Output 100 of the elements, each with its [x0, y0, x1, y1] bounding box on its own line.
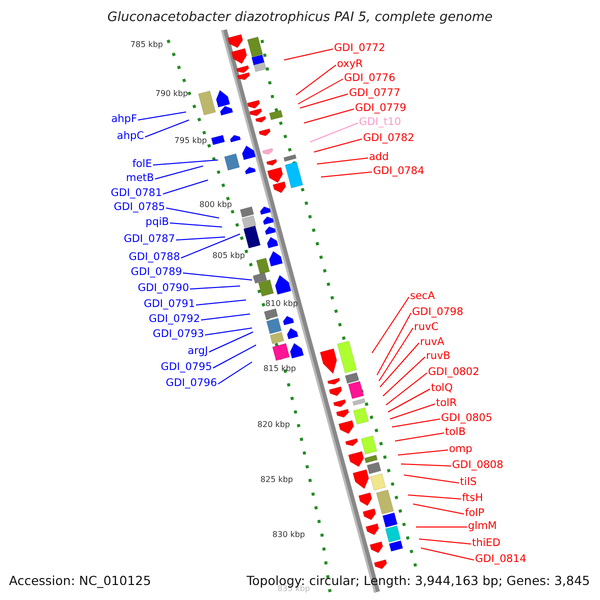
gene-label: folP — [465, 507, 484, 520]
leader-line — [408, 494, 462, 500]
gene-label: add — [369, 151, 389, 164]
leader-line — [392, 418, 440, 428]
scale-label: 790 kbp — [155, 89, 188, 99]
leader-line — [284, 48, 334, 60]
gene-label: tilS — [460, 476, 477, 489]
gene-label: folE — [132, 158, 152, 171]
scale-label: 785 kbp — [130, 40, 163, 50]
gene-label: tolQ — [431, 382, 453, 395]
gene-label: GDI_0795 — [160, 361, 212, 374]
leader-line — [208, 332, 254, 352]
gene-label: GDI_0777 — [349, 87, 400, 100]
leader-line — [372, 296, 410, 354]
gene-label: tolR — [436, 397, 457, 410]
leader-line — [404, 474, 460, 484]
leader-line — [138, 112, 186, 120]
gene-label: GDI_0772 — [334, 42, 386, 55]
leader-line — [310, 122, 358, 142]
scale-label: 830 kbp — [272, 530, 305, 540]
leader-line — [200, 314, 250, 320]
gene-label: GDI_0802 — [428, 366, 480, 379]
leader-line — [412, 504, 464, 514]
leader-line — [162, 180, 208, 194]
scale-label: 805 kbp — [212, 251, 245, 261]
gene-label: ahpC — [116, 130, 144, 143]
gene-label: secA — [410, 290, 435, 303]
leader-line — [152, 160, 218, 166]
gene-label: GDI_0791 — [144, 298, 195, 311]
gene-label: ahpF — [111, 113, 137, 126]
leader-line — [166, 208, 220, 218]
gene-label: GDI_0798 — [412, 306, 464, 319]
gene-label: ruvB — [426, 350, 450, 363]
gene-label: GDI_0782 — [363, 132, 414, 145]
leader-line — [394, 432, 444, 442]
gene-label: GDI_0781 — [110, 187, 162, 200]
leader-line — [320, 172, 372, 178]
gene-label: GDI_0785 — [114, 201, 165, 214]
genome-info-text: Topology: circular; Length: 3,944,163 bp; Genes: 3,845 — [246, 574, 590, 587]
leader-line — [418, 538, 472, 544]
leader-line — [376, 312, 412, 376]
leader-line — [204, 328, 252, 336]
gene-label: metB — [126, 172, 154, 185]
gene-label: GDI_0796 — [166, 377, 217, 390]
leader-line — [304, 108, 354, 124]
leader-line — [314, 138, 362, 152]
leader-line — [176, 236, 226, 240]
leader-line — [416, 526, 468, 528]
scale-label: 810 kbp — [265, 299, 298, 309]
title: Gluconacetobacter diazotrophicus PAI 5, complete genome — [106, 10, 494, 25]
scale-label: 815 kbp — [263, 364, 296, 374]
gene-label: GDI_0779 — [355, 102, 406, 115]
leader-line — [212, 344, 256, 368]
gene-label: GDI_0788 — [128, 251, 180, 264]
scale-label: 825 kbp — [260, 475, 293, 485]
gene-label: GDI_0805 — [441, 412, 492, 425]
leader-line — [386, 372, 428, 406]
gene-label: ftsH — [462, 492, 483, 505]
gene-label: tolB — [445, 426, 466, 439]
gene-label: GDI_0793 — [152, 328, 204, 341]
leader-line — [182, 272, 252, 280]
scale-label: 820 kbp — [257, 420, 290, 430]
gene-label: GDI_0776 — [344, 72, 396, 85]
leader-line — [296, 64, 336, 96]
leader-line — [218, 362, 252, 384]
gene-label: GDI_0792 — [148, 313, 200, 326]
leader-line — [170, 222, 222, 228]
gene-label: GDI_0787 — [124, 233, 175, 246]
leader-line — [380, 342, 420, 388]
gene-label: GDI_0790 — [138, 282, 189, 295]
gene-label: GDI_t10 — [359, 116, 402, 129]
leader-line — [398, 450, 448, 456]
gene-label: argJ — [188, 345, 208, 358]
leader-line — [388, 388, 430, 412]
scale-label: 800 kbp — [199, 200, 232, 210]
gene-label: GDI_0784 — [373, 165, 424, 178]
gene-label: GDI_0808 — [452, 459, 504, 472]
gene-label: pqiB — [146, 216, 169, 229]
leader-line — [316, 158, 368, 164]
leader-line — [400, 464, 452, 466]
leader-line — [298, 78, 344, 104]
leader-line — [300, 94, 348, 108]
leader-line — [390, 404, 436, 420]
scale-label: 795 kbp — [174, 136, 207, 146]
gene-label: omp — [449, 443, 472, 456]
leader-line — [378, 328, 414, 382]
gene-label: ruvC — [414, 321, 439, 334]
leader-line — [180, 234, 240, 258]
leader-line — [144, 120, 190, 138]
accession-text: Accession: NC_010125 — [9, 574, 152, 587]
leader-line — [382, 356, 426, 396]
gene-label: glmM — [468, 520, 497, 533]
leader-line — [420, 548, 474, 560]
gene-label: oxyR — [337, 58, 363, 71]
gene-label: ruvA — [420, 336, 444, 349]
gene-label: thiED — [472, 537, 500, 550]
gene-label: GDI_0789 — [130, 266, 182, 279]
leader-line — [196, 300, 246, 306]
leader-line — [154, 166, 204, 180]
leader-line — [190, 286, 240, 290]
